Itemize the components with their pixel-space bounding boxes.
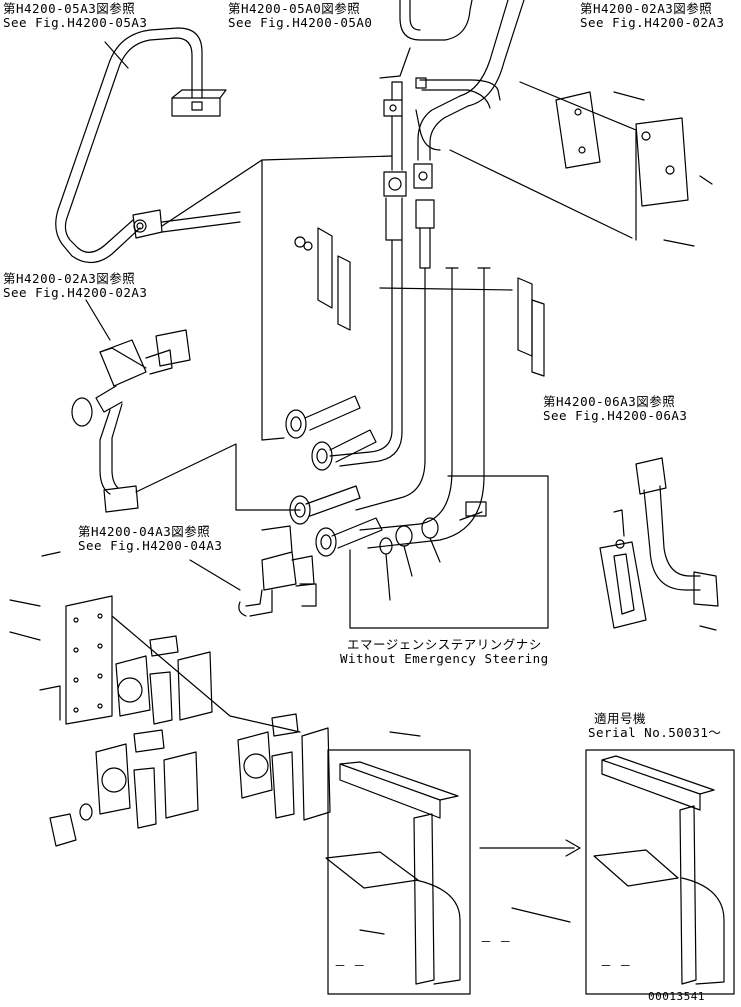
dash-mark-2: － － xyxy=(334,959,366,973)
hose-fittings xyxy=(285,395,383,557)
ref-mid-right-en: See Fig.H4200-06A3 xyxy=(543,408,688,423)
ref-lower-left: 第H4200-04A3図参照 See Fig.H4200-04A3 xyxy=(78,525,222,553)
ref-lower-left-en: See Fig.H4200-04A3 xyxy=(78,538,223,553)
serial-note: 適用号機 Serial No.50031〜 xyxy=(588,712,721,740)
ref-mid-left: 第H4200-02A3図参照 See Fig.H4200-02A3 xyxy=(3,272,147,300)
hose-bundle-center xyxy=(329,0,525,549)
emergency-note-jp: エマージェンシステアリングナシ xyxy=(346,637,542,652)
ref-top-left-en: See Fig.H4200-05A3 xyxy=(3,15,148,30)
drawing-number: 00013541 xyxy=(648,990,705,1003)
pipe-upper-left xyxy=(55,27,241,264)
ref-top-right-en: See Fig.H4200-02A3 xyxy=(580,15,725,30)
ref-mid-right: 第H4200-06A3図参照 See Fig.H4200-06A3 xyxy=(543,395,687,423)
ref-top-mid: 第H4200-05A0図参照 See Fig.H4200-05A0 xyxy=(228,2,372,30)
ref-mid-left-en: See Fig.H4200-02A3 xyxy=(3,285,148,300)
emergency-steering-note: エマージェンシステアリングナシ Without Emergency Steeri… xyxy=(340,638,549,666)
clamp-set-center xyxy=(294,227,545,377)
pipe-lower-left xyxy=(189,525,317,617)
ref-top-left: 第H4200-05A3図参照 See Fig.H4200-05A3 xyxy=(3,2,147,30)
dash-mark-3: － － xyxy=(600,959,632,973)
ref-lower-left-jp: 第H4200-04A3図参照 xyxy=(78,524,211,539)
serial-note-en: Serial No.50031〜 xyxy=(588,725,722,740)
pipe-mid-left xyxy=(71,299,301,513)
stand-frame-center xyxy=(325,731,571,995)
emergency-note-en: Without Emergency Steering xyxy=(340,651,549,666)
arrow-head xyxy=(565,839,581,857)
emergency-steering-box xyxy=(349,475,549,629)
ref-top-mid-en: See Fig.H4200-05A0 xyxy=(228,15,373,30)
ref-top-right: 第H4200-02A3図参照 See Fig.H4200-02A3 xyxy=(580,2,724,30)
serial-note-jp: 適用号機 xyxy=(594,711,647,726)
bracket-upper-right xyxy=(449,81,713,247)
leader-line-b xyxy=(261,155,393,161)
ref-top-left-jp: 第H4200-05A3図参照 xyxy=(3,1,136,16)
clamp-cluster-center xyxy=(237,713,331,821)
serial-variant-box xyxy=(585,749,735,995)
leader-line-a xyxy=(161,159,285,441)
ref-mid-left-jp: 第H4200-02A3図参照 xyxy=(3,271,136,286)
bracket-right-06A3 xyxy=(599,457,719,631)
dash-mark-1: － － xyxy=(480,935,512,949)
ref-mid-right-jp: 第H4200-06A3図参照 xyxy=(543,394,676,409)
clamp-cluster-lower-left xyxy=(9,551,301,847)
ref-top-right-jp: 第H4200-02A3図参照 xyxy=(580,1,713,16)
ref-top-mid-jp: 第H4200-05A0図参照 xyxy=(228,1,361,16)
